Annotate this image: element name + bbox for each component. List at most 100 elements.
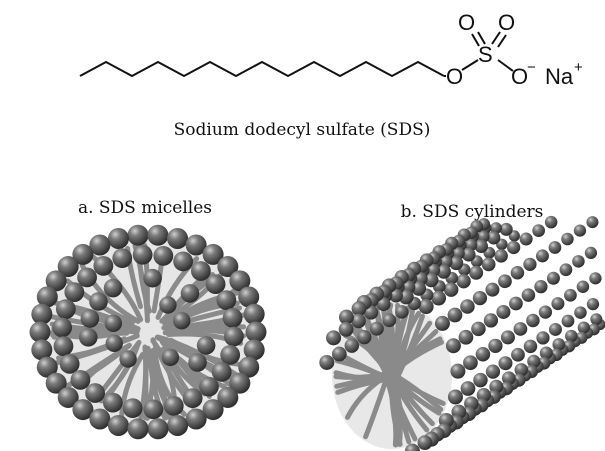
cylinder-head — [389, 288, 403, 303]
cylinder-head — [523, 339, 538, 354]
micelle-head — [127, 418, 149, 440]
cylinder-head — [523, 257, 537, 271]
cylinder-head — [447, 389, 463, 405]
micelle-head — [243, 303, 265, 325]
cylinder-head — [338, 322, 354, 337]
cylinder-head — [395, 305, 409, 319]
micelle-head — [104, 314, 123, 333]
cylinder-head — [443, 282, 459, 297]
micelle-head — [243, 339, 265, 361]
micelle-head — [89, 234, 111, 256]
cylinder-head — [431, 290, 447, 306]
cylinder-head — [586, 298, 600, 311]
cylinder-head — [474, 239, 488, 254]
cylinder-head — [485, 364, 501, 379]
cylinder-head — [447, 307, 463, 323]
cylinder-head — [434, 315, 450, 331]
cylinder-head — [351, 313, 366, 329]
cylinder-head — [544, 215, 558, 229]
cylinder-head — [473, 372, 488, 388]
micelle-head — [89, 292, 108, 311]
cylinder-head — [436, 264, 451, 279]
charge-minus: − — [527, 59, 536, 76]
alkyl-chain — [79, 60, 445, 78]
cylinder-head — [576, 280, 590, 294]
cylinder-head — [572, 255, 585, 268]
cylinder-head — [561, 232, 574, 246]
micelle-head — [205, 274, 226, 295]
cylinder-head — [461, 247, 476, 262]
cylinder-head — [511, 347, 525, 362]
atom-o-top-left: O — [458, 10, 475, 35]
micelle-head — [143, 268, 162, 288]
cylinder-head — [469, 265, 484, 280]
molecule-caption: Sodium dodecyl sulfate (SDS) — [174, 120, 431, 140]
micelle-head — [173, 251, 194, 272]
micelle-head — [143, 399, 164, 420]
cylinder-head — [411, 281, 427, 296]
cylinder-head — [472, 290, 488, 306]
cylinder-head — [498, 274, 512, 289]
micelle-head — [45, 372, 67, 394]
micelle-head — [77, 267, 97, 288]
cylinder-head — [487, 231, 501, 245]
micelle-head — [31, 339, 53, 361]
micelle-head — [202, 399, 224, 421]
cylinder-head — [552, 338, 566, 351]
cylinder-head — [589, 272, 602, 285]
micelle-head — [132, 244, 153, 265]
cylinder-head — [536, 331, 550, 345]
cylinder-head — [494, 249, 508, 263]
micelle-head — [238, 356, 260, 378]
atom-o-right: O — [511, 64, 528, 89]
micelle-head — [52, 317, 73, 338]
micelle-head — [202, 243, 224, 265]
micelle-head — [72, 399, 94, 421]
cylinder-head — [458, 329, 474, 345]
micelle-head — [173, 311, 191, 330]
micelle-head — [53, 336, 74, 357]
cylinder-head — [496, 304, 511, 319]
micelle-head — [211, 362, 232, 382]
cylinder-head — [376, 297, 391, 312]
cylinder-head — [564, 288, 577, 302]
micelle-head — [122, 398, 143, 419]
cylinder-head — [521, 288, 536, 302]
cylinder-head — [514, 363, 529, 377]
micelle-head — [161, 348, 180, 367]
charge-plus: + — [574, 59, 583, 76]
cylinder-head — [338, 309, 354, 325]
cylinder-head — [475, 347, 491, 362]
micelle-head — [59, 354, 80, 374]
cylinder-head — [369, 321, 384, 336]
cylinder-head — [357, 330, 372, 345]
micelle-head — [185, 234, 207, 256]
cylinder-head — [445, 338, 461, 354]
cylinder-head — [382, 313, 397, 328]
cylinder-head — [499, 222, 513, 236]
cylinder-head — [498, 356, 513, 371]
atom-o-left: O — [446, 64, 463, 89]
micelle-head — [102, 392, 123, 413]
micelle-head — [185, 408, 207, 430]
micelle-head — [36, 286, 58, 308]
micelle-head — [80, 309, 100, 328]
micelle-head — [217, 256, 239, 278]
micelle-head — [64, 282, 85, 302]
micelle-head — [216, 290, 237, 310]
atom-o-top-right: O — [498, 10, 515, 35]
cylinder-head — [561, 314, 575, 328]
bond-o-s — [461, 59, 479, 71]
cylinder-head — [565, 329, 578, 343]
micelle-head — [229, 372, 251, 394]
cylinder-head — [319, 354, 335, 370]
micelle-head — [190, 261, 211, 281]
cylinder-head — [449, 256, 464, 271]
micelle-head — [147, 224, 169, 246]
cylinder-head — [460, 299, 475, 314]
micelle-head — [220, 344, 241, 365]
micelle-head — [127, 224, 149, 246]
bond-s-o-top-right-b — [497, 34, 507, 48]
cylinder-head — [331, 346, 347, 362]
micelle-head — [31, 303, 53, 325]
